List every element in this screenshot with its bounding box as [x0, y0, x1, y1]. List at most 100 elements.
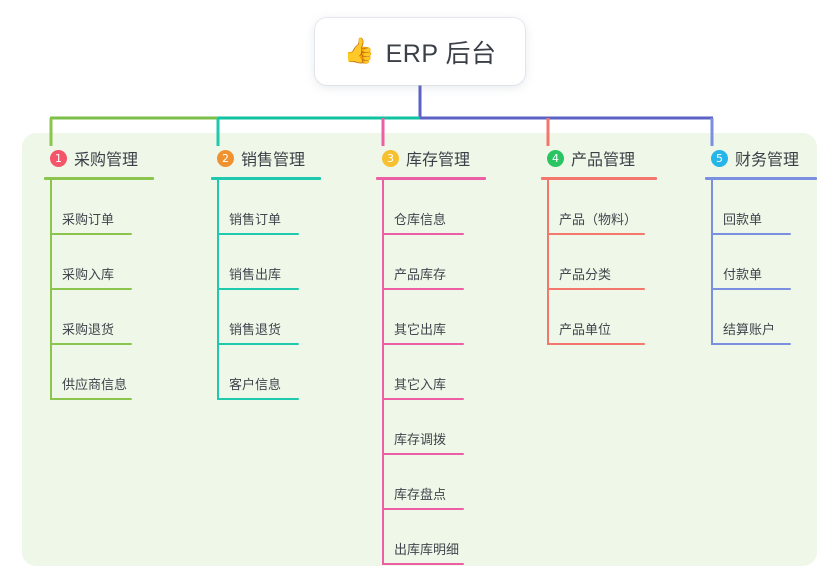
leaf-label: 产品（物料） — [559, 212, 638, 227]
branch-spine-2 — [217, 180, 219, 400]
leaf-item[interactable]: 采购订单 — [36, 180, 188, 235]
leaf-underline — [50, 233, 132, 235]
leaf-label: 库存盘点 — [394, 487, 447, 502]
leaf-underline — [382, 508, 464, 510]
leaf-label: 供应商信息 — [62, 377, 128, 392]
leaf-underline — [50, 288, 132, 290]
leaf-label: 付款单 — [723, 267, 763, 282]
leaf-underline — [217, 343, 299, 345]
leaf-item[interactable]: 出库库明细 — [368, 510, 520, 565]
branch-underline-1 — [44, 177, 154, 180]
leaf-label: 库存调拨 — [394, 432, 447, 447]
leaf-item[interactable]: 结算账户 — [697, 290, 827, 345]
leaf-underline — [711, 343, 791, 345]
branch-header-5[interactable]: 5 财务管理 — [697, 146, 827, 170]
branch-spine-3 — [382, 180, 384, 565]
leaf-item[interactable]: 付款单 — [697, 235, 827, 290]
branch-column-1: 1 采购管理采购订单采购入库采购退货供应商信息 — [36, 146, 188, 400]
branch-header-1[interactable]: 1 采购管理 — [36, 146, 188, 170]
leaf-item[interactable]: 采购入库 — [36, 235, 188, 290]
branch-badge-4: 4 — [547, 149, 564, 167]
leaf-item[interactable]: 采购退货 — [36, 290, 188, 345]
leaf-underline — [382, 398, 464, 400]
branch-underline-3 — [376, 177, 486, 180]
leaf-item[interactable]: 产品库存 — [368, 235, 520, 290]
branch-column-5: 5 财务管理回款单付款单结算账户 — [697, 146, 827, 345]
leaf-underline — [382, 453, 464, 455]
leaf-item[interactable]: 库存盘点 — [368, 455, 520, 510]
leaf-label: 产品分类 — [559, 267, 612, 282]
leaf-item[interactable]: 库存调拨 — [368, 400, 520, 455]
branch-spine-4 — [547, 180, 549, 345]
leaf-item[interactable]: 其它出库 — [368, 290, 520, 345]
leaf-item[interactable]: 销售退货 — [203, 290, 355, 345]
leaf-underline — [547, 288, 645, 290]
leaf-label: 产品库存 — [394, 267, 447, 282]
leaf-underline — [382, 233, 464, 235]
branch-column-2: 2 销售管理销售订单销售出库销售退货客户信息 — [203, 146, 355, 400]
leaf-label: 客户信息 — [229, 377, 282, 392]
leaf-item[interactable]: 客户信息 — [203, 345, 355, 400]
leaf-item[interactable]: 其它入库 — [368, 345, 520, 400]
leaf-item[interactable]: 供应商信息 — [36, 345, 188, 400]
branch-header-3[interactable]: 3 库存管理 — [368, 146, 520, 170]
branch-spine-1 — [50, 180, 52, 400]
branch-badge-1: 1 — [50, 149, 67, 167]
leaf-item[interactable]: 销售订单 — [203, 180, 355, 235]
leaf-item[interactable]: 产品分类 — [533, 235, 693, 290]
leaf-underline — [711, 233, 791, 235]
leaf-underline — [547, 233, 645, 235]
leaf-list-2: 销售订单销售出库销售退货客户信息 — [203, 180, 355, 400]
branch-title-4: 产品管理 — [571, 152, 636, 169]
branch-underline-2 — [211, 177, 321, 180]
branch-badge-3: 3 — [382, 149, 399, 167]
branch-underline-5 — [705, 177, 817, 180]
leaf-list-1: 采购订单采购入库采购退货供应商信息 — [36, 180, 188, 400]
branch-title-2: 销售管理 — [241, 152, 306, 169]
leaf-label: 结算账户 — [723, 322, 776, 337]
branch-header-2[interactable]: 2 销售管理 — [203, 146, 355, 170]
diagram-panel — [22, 133, 817, 566]
branch-column-4: 4 产品管理产品（物料） 产品分类产品单位 — [533, 146, 693, 345]
leaf-item[interactable]: 回款单 — [697, 180, 827, 235]
leaf-underline — [382, 343, 464, 345]
leaf-item[interactable]: 仓库信息 — [368, 180, 520, 235]
leaf-item[interactable]: 销售出库 — [203, 235, 355, 290]
leaf-label: 其它出库 — [394, 322, 447, 337]
leaf-underline — [217, 398, 299, 400]
leaf-underline — [547, 343, 645, 345]
leaf-label: 仓库信息 — [394, 212, 447, 227]
leaf-list-4: 产品（物料） 产品分类产品单位 — [533, 180, 693, 345]
branch-badge-2: 2 — [217, 149, 234, 167]
branch-title-3: 库存管理 — [406, 152, 471, 169]
leaf-label: 采购订单 — [62, 212, 115, 227]
branch-header-4[interactable]: 4 产品管理 — [533, 146, 693, 170]
leaf-list-3: 仓库信息产品库存其它出库其它入库库存调拨库存盘点出库库明细 — [368, 180, 520, 565]
branch-spine-5 — [711, 180, 713, 345]
leaf-underline — [217, 288, 299, 290]
leaf-label: 出库库明细 — [394, 542, 460, 557]
branch-title-1: 采购管理 — [74, 152, 139, 169]
leaf-label: 采购退货 — [62, 322, 115, 337]
branch-badge-5: 5 — [711, 149, 728, 167]
leaf-underline — [711, 288, 791, 290]
leaf-label: 其它入库 — [394, 377, 447, 392]
leaf-underline — [382, 563, 464, 565]
leaf-item[interactable]: 产品（物料） — [533, 180, 693, 235]
thumbs-up-icon: 👍 — [343, 37, 375, 65]
leaf-label: 采购入库 — [62, 267, 115, 282]
leaf-underline — [50, 398, 132, 400]
leaf-underline — [50, 343, 132, 345]
root-node[interactable]: 👍 ERP 后台 — [315, 18, 525, 85]
leaf-label: 产品单位 — [559, 322, 612, 337]
leaf-label: 销售出库 — [229, 267, 282, 282]
leaf-label: 销售订单 — [229, 212, 282, 227]
leaf-item[interactable]: 产品单位 — [533, 290, 693, 345]
branch-title-5: 财务管理 — [735, 152, 800, 169]
leaf-label: 回款单 — [723, 212, 763, 227]
branch-column-3: 3 库存管理仓库信息产品库存其它出库其它入库库存调拨库存盘点出库库明细 — [368, 146, 520, 565]
leaf-list-5: 回款单付款单结算账户 — [697, 180, 827, 345]
leaf-underline — [217, 233, 299, 235]
